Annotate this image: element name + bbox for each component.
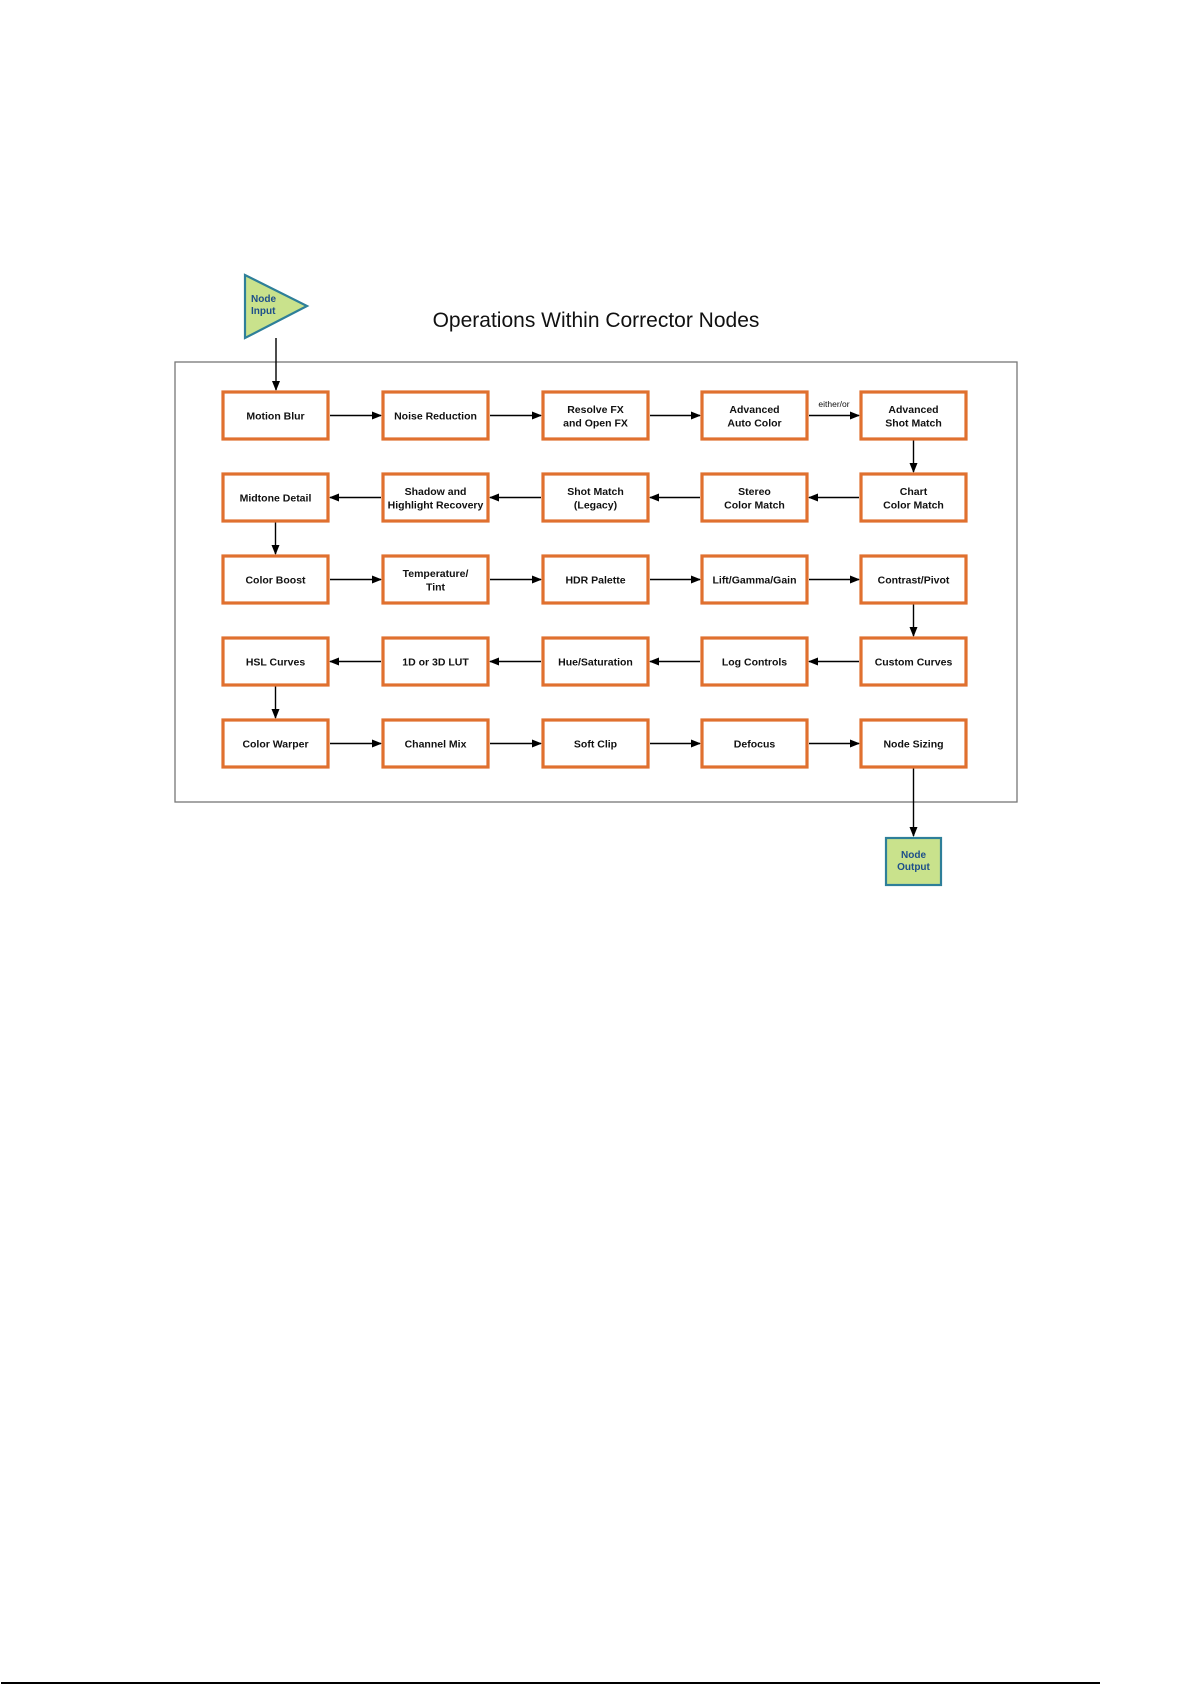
node-label: Noise Reduction (394, 411, 477, 423)
node-channel-mix: Channel Mix (381, 718, 490, 769)
node-label: 1D or 3D LUT (402, 657, 469, 669)
node-box (221, 472, 330, 523)
node-box (859, 390, 968, 441)
node-label: and Open FX (563, 417, 628, 429)
node-box (221, 718, 330, 769)
node-label: Advanced (729, 404, 779, 416)
node-label: Tint (426, 581, 446, 593)
node-box (541, 718, 650, 769)
node-label: Color Boost (245, 575, 306, 587)
node-contrast-pivot: Contrast/Pivot (859, 554, 968, 605)
node-label: Color Warper (242, 739, 308, 751)
node-box (700, 554, 809, 605)
node-label: HSL Curves (246, 657, 305, 669)
diagram-title: Operations Within Corrector Nodes (433, 309, 760, 332)
node-label: Shot Match (567, 486, 624, 498)
node-label: Color Match (724, 499, 785, 511)
node-box (700, 390, 809, 441)
node-label: Node Sizing (883, 739, 943, 751)
node-box (541, 390, 650, 441)
node-box (381, 554, 490, 605)
node-box (541, 636, 650, 687)
node-label: Soft Clip (574, 739, 617, 751)
node-node-sizing: Node Sizing (859, 718, 968, 769)
node-color-boost: Color Boost (221, 554, 330, 605)
node-label: Log Controls (722, 657, 787, 669)
either-or-label: either/or (818, 399, 849, 409)
node-label: Midtone Detail (240, 493, 312, 505)
node-log-controls: Log Controls (700, 636, 809, 687)
node-shot-match-legacy: Shot Match(Legacy) (541, 472, 650, 523)
node-motion-blur: Motion Blur (221, 390, 330, 441)
connector-arrows (271, 338, 918, 837)
node-input-triangle (243, 273, 310, 340)
node-label: Stereo (738, 486, 771, 498)
node-box (859, 718, 968, 769)
node-input-label-line-2: Input (251, 306, 276, 317)
node-label: Defocus (734, 739, 776, 751)
node-soft-clip: Soft Clip (541, 718, 650, 769)
node-label: HDR Palette (565, 575, 625, 587)
node-box (381, 718, 490, 769)
node-box (541, 472, 650, 523)
operation-nodes: Motion Blur Noise Reduction Resolve FXand … (221, 390, 968, 769)
node-lut: 1D or 3D LUT (381, 636, 490, 687)
node-box (700, 636, 809, 687)
node-hue-saturation: Hue/Saturation (541, 636, 650, 687)
node-label: Color Match (883, 499, 944, 511)
node-label: Hue/Saturation (558, 657, 633, 669)
node-label: Chart (900, 486, 928, 498)
node-noise-reduction: Noise Reduction (381, 390, 490, 441)
node-midtone-detail: Midtone Detail (221, 472, 330, 523)
node-box (381, 636, 490, 687)
node-label: Motion Blur (246, 411, 304, 423)
node-output: Node Output (884, 836, 943, 887)
node-custom-curves: Custom Curves (859, 636, 968, 687)
node-box (221, 390, 330, 441)
node-label: Shadow and (405, 486, 467, 498)
node-box (221, 636, 330, 687)
node-defocus: Defocus (700, 718, 809, 769)
node-box (859, 472, 968, 523)
node-label: Custom Curves (875, 657, 953, 669)
node-lift-gamma-gain: Lift/Gamma/Gain (700, 554, 809, 605)
node-hdr-palette: HDR Palette (541, 554, 650, 605)
node-label: Shot Match (885, 417, 942, 429)
node-box (859, 636, 968, 687)
node-box (221, 554, 330, 605)
node-box (700, 718, 809, 769)
node-color-warper: Color Warper (221, 718, 330, 769)
node-box (381, 472, 490, 523)
node-output-label-line-1: Node (901, 850, 926, 861)
node-box (381, 390, 490, 441)
node-output-box (884, 836, 943, 887)
node-input-label-line-1: Node (251, 294, 276, 305)
node-label: Temperature/ (403, 568, 469, 580)
node-label: Channel Mix (405, 739, 467, 751)
node-box (700, 472, 809, 523)
node-label: (Legacy) (574, 499, 617, 511)
node-label: Advanced (888, 404, 938, 416)
node-input: Node Input (243, 273, 310, 340)
node-label: Resolve FX (567, 404, 624, 416)
corrector-frame (174, 361, 1018, 803)
node-label: Highlight Recovery (388, 499, 484, 511)
node-temperature-tint: Temperature/Tint (381, 554, 490, 605)
node-label: Lift/Gamma/Gain (712, 575, 796, 587)
node-hsl-curves: HSL Curves (221, 636, 330, 687)
node-output-label-line-2: Output (897, 862, 930, 873)
node-box (859, 554, 968, 605)
node-label: Auto Color (727, 417, 781, 429)
node-box (541, 554, 650, 605)
node-label: Contrast/Pivot (878, 575, 950, 587)
